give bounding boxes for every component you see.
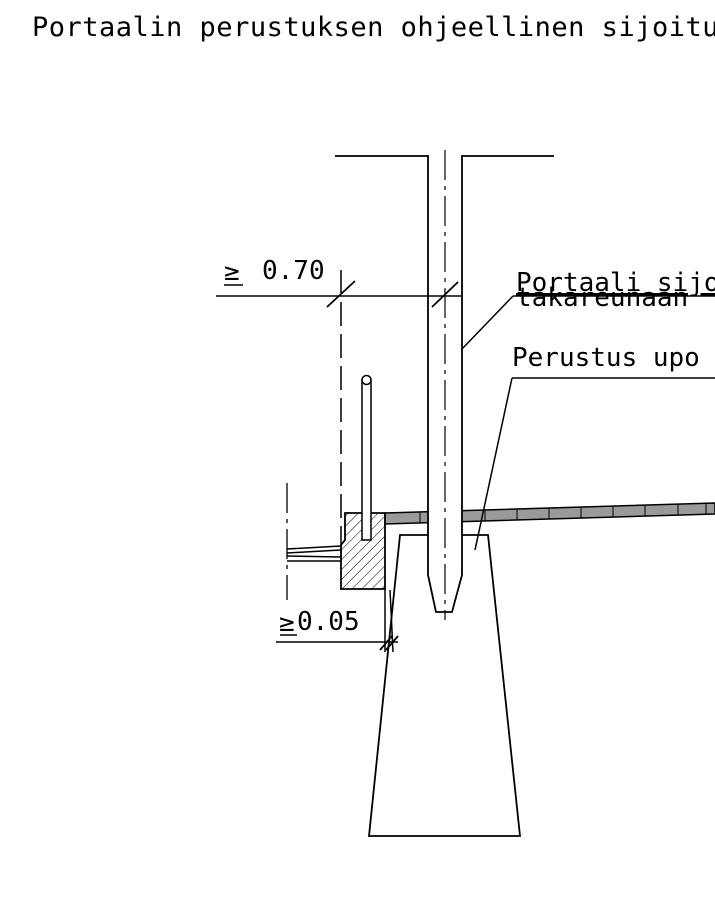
kerb-stone — [340, 512, 386, 590]
clearance-symbol: ≥ — [224, 257, 240, 287]
edge-distance-symbol: ≥ — [279, 608, 295, 638]
edge-distance-value: 0.05 — [297, 607, 360, 637]
bollard — [361, 374, 372, 541]
clearance-dimension — [216, 270, 461, 545]
drawing-title: Portaalin perustuksen ohjeellinen sijoit… — [32, 12, 715, 43]
portal-column — [427, 150, 463, 620]
clearance-value: 0.70 — [262, 256, 325, 286]
portal-leader — [461, 295, 715, 350]
foundation-leader — [474, 377, 715, 551]
foundation-annotation: Perustus upo — [512, 343, 700, 373]
edge-distance-dimension — [276, 589, 399, 653]
road-surface-lines — [286, 545, 342, 562]
portal-annotation-line2: takareunaan — [516, 283, 688, 313]
portal-annotation-line1: Portaali sijoi — [516, 268, 715, 298]
